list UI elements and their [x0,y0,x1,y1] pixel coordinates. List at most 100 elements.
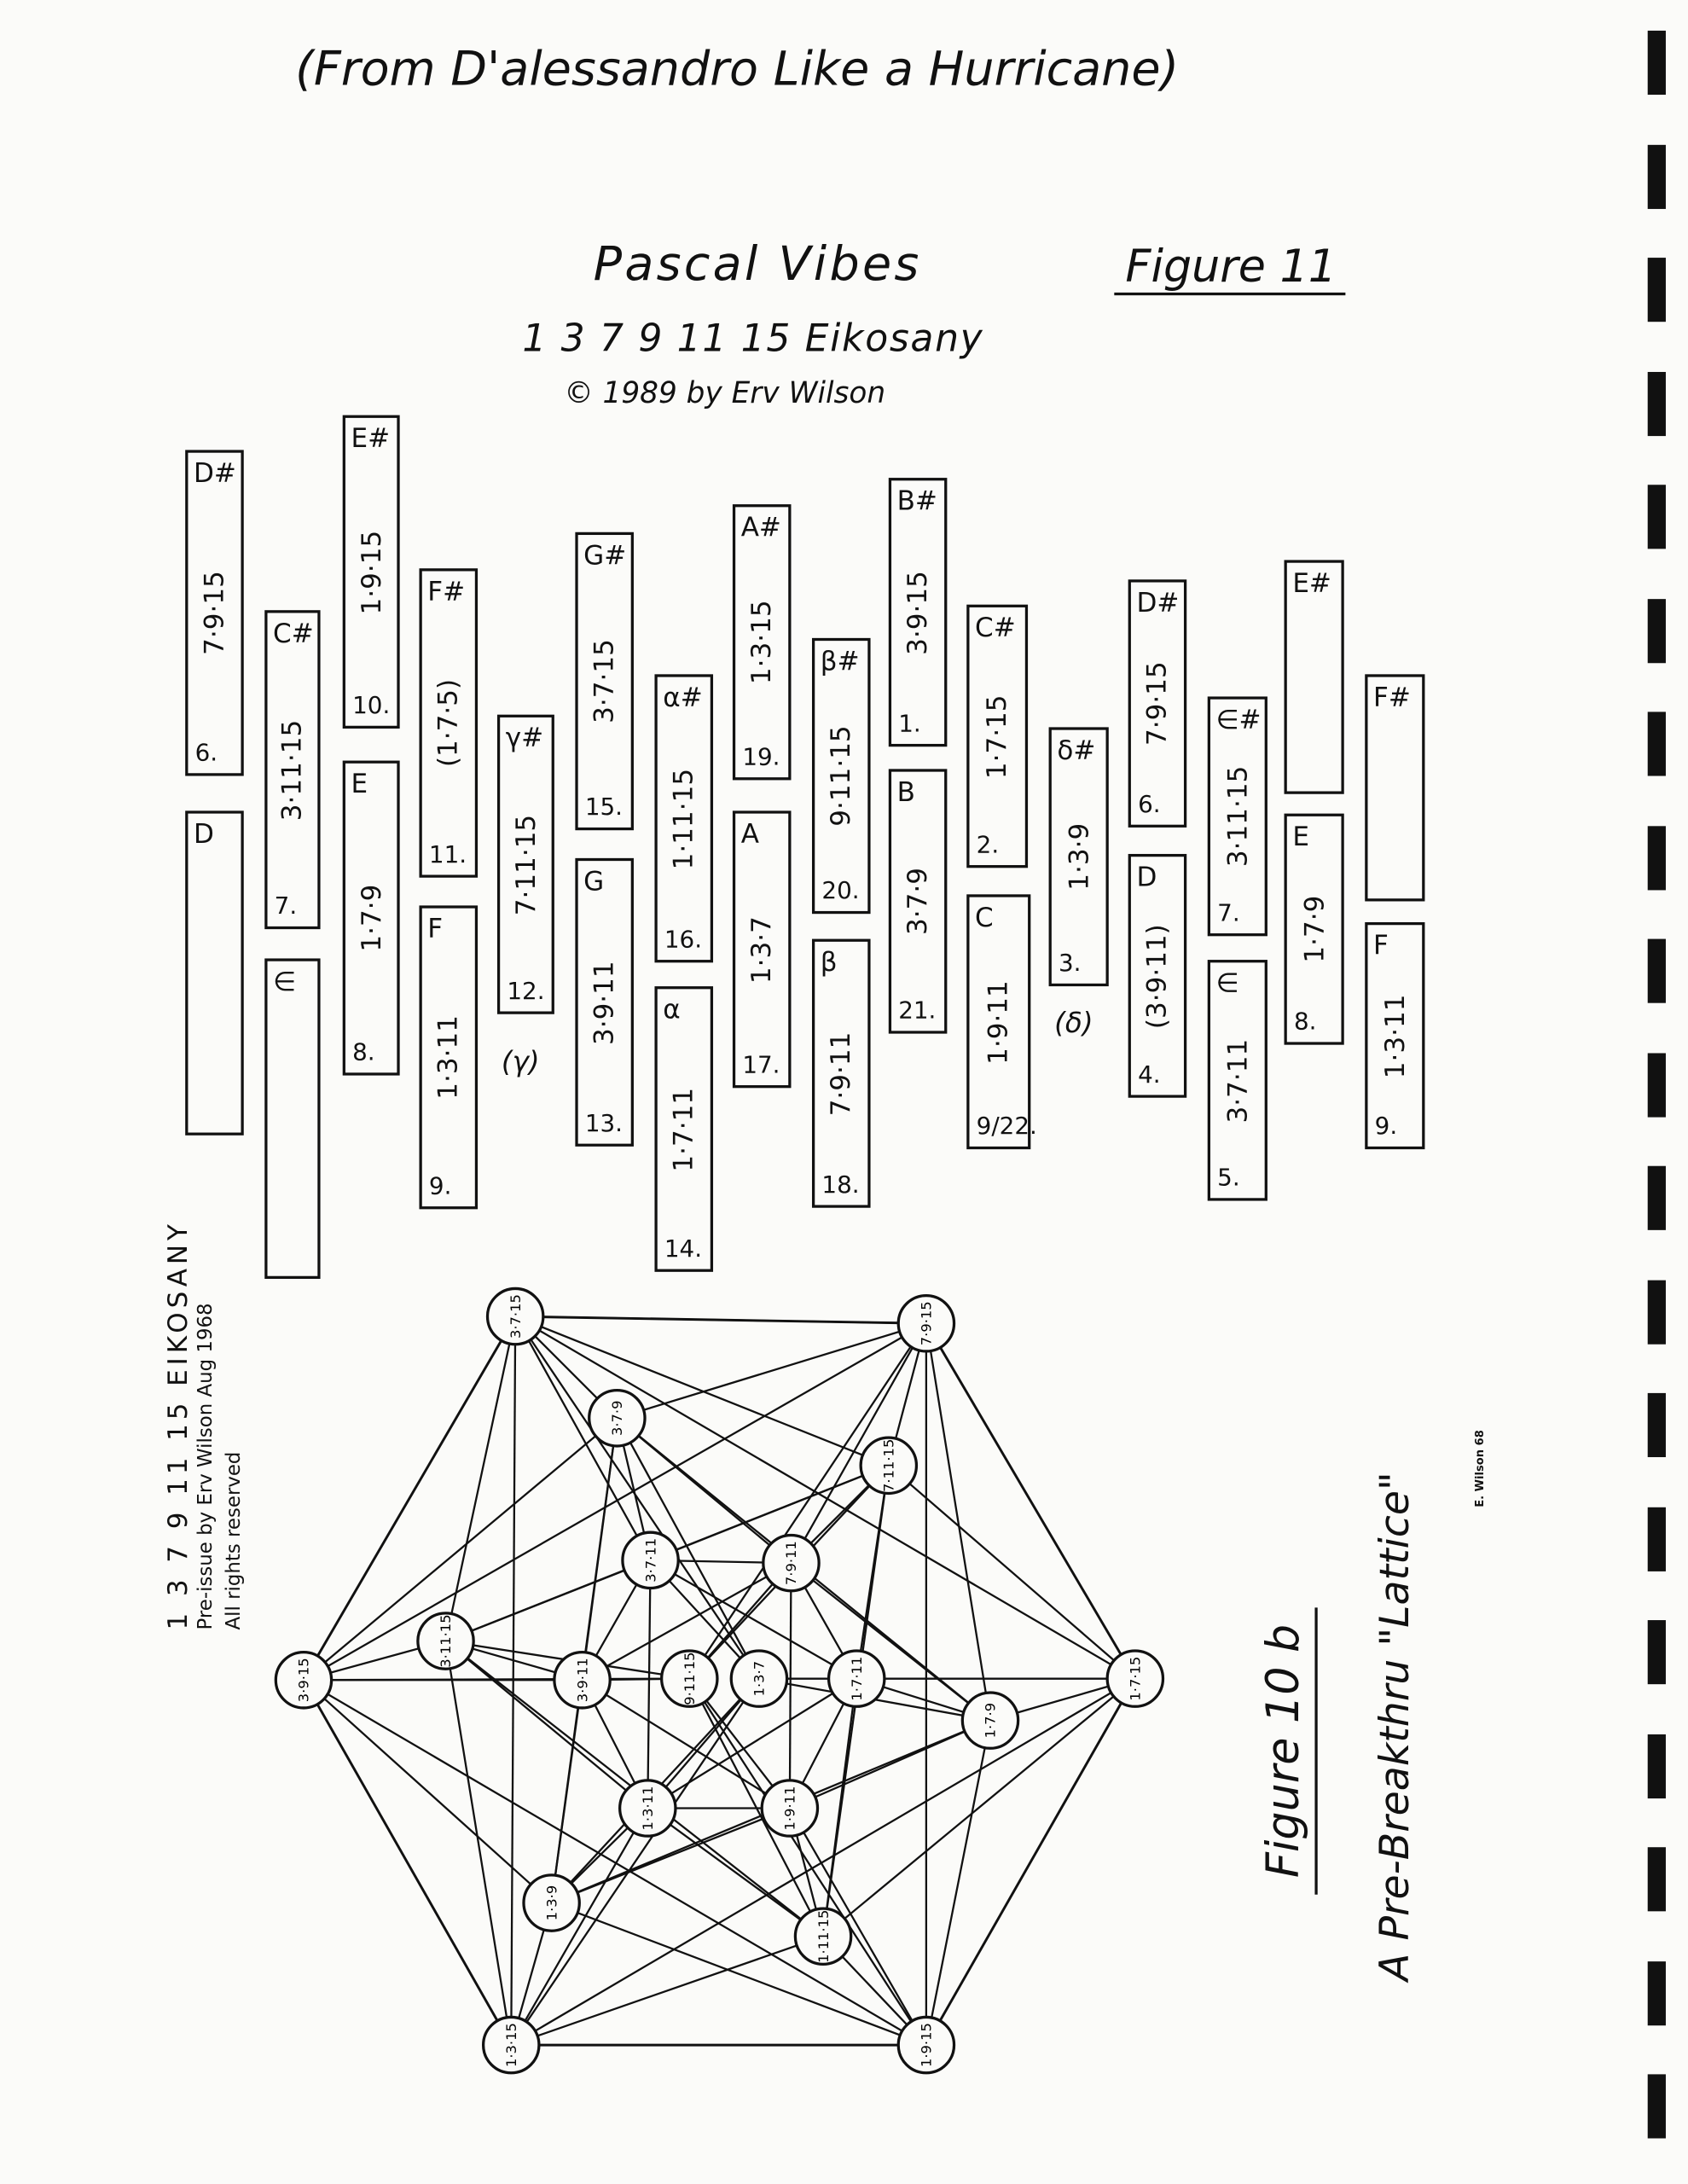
bar-number: 9. [428,1172,452,1201]
lattice-edge [647,1807,824,1937]
lattice-edge [616,1417,760,1680]
bar-number: 8. [1293,1008,1317,1037]
bar-note: D [193,819,214,851]
vibe-bar: D (3·9·11) 4. [1128,853,1187,1098]
lattice-edge [688,1322,927,1680]
bar-note: E# [1292,568,1331,600]
lattice-edge [551,1807,791,1904]
lattice-edge [510,1807,649,2046]
node-circle [960,1691,1020,1750]
vibe-bar: C# 1·7·15 2. [966,604,1029,868]
lattice-node: 1·3·15 [481,2015,541,2075]
node-label: 3·9·15 [296,1658,312,1702]
bar-note: ∈# [1215,705,1262,736]
node-circle [416,1612,475,1670]
binding-hole [1647,30,1666,96]
bar-note: D# [193,458,236,490]
lattice-node: 1·9·11 [760,1779,820,1838]
bar-number: 6. [1138,791,1161,820]
bar-number: 14. [664,1235,703,1264]
lattice-edge [510,1677,1136,2047]
lattice-node: 3·7·9 [588,1389,647,1448]
lattice-node: 1·11·15 [793,1907,853,1966]
lattice-edge [444,1641,513,2046]
bar-note: B# [896,485,937,517]
vibe-bar: D# 7·9·15 6. [185,450,244,776]
lattice-edge [444,1640,649,1809]
lattice-edge [788,1563,792,1809]
node-label: 3·7·15 [508,1294,524,1339]
node-circle [1105,1649,1165,1708]
lattice-edge [303,1322,927,1682]
node-label: 7·11·15 [881,1439,897,1492]
lattice-edge [303,1679,553,1904]
bar-number: 2. [976,831,1000,860]
vibe-bar: γ# 7·11·15 12. [496,714,554,1014]
node-label: 1·3·9 [543,1885,560,1921]
lattice-node: 3·7·15 [485,1287,545,1346]
lattice-edge [790,1562,991,1722]
node-label: 1·3·15 [503,2023,519,2067]
bar-note: D# [1136,588,1180,619]
bar-number: 13. [584,1110,623,1139]
lattice-edge [514,1316,1136,1680]
binding-hole [1647,371,1666,436]
node-circle [588,1389,647,1448]
node-circle [481,2015,541,2075]
lattice-edge [617,1322,927,1420]
binding-hole [1647,485,1666,549]
bar-number: 9/22. [976,1112,1037,1141]
node-label: 1·7·9 [983,1703,999,1739]
bar-note: α [663,994,681,1025]
bar-note: A [740,819,759,851]
binding-hole [1647,825,1666,890]
node-circle [659,1649,719,1708]
delta-label: (δ) [1054,1005,1093,1040]
figure-11-label: Figure 11 [1114,240,1345,296]
bar-note: α# [663,682,703,714]
lattice-outline-edge [515,1315,926,1325]
node-circle [274,1650,334,1710]
vibe-bar: G 3·9·11 13. [575,857,634,1147]
node-circle [793,1907,853,1966]
vibe-bar: B# 3·9·15 1. [888,478,948,747]
bar-note: C [975,903,994,934]
lattice-node: 7·9·15 [896,1293,956,1353]
node-label: 3·7·11 [642,1538,658,1583]
node-circle [618,1779,677,1838]
node-label: 3·9·11 [574,1658,590,1702]
figure-10b-caption: A Pre-Breakthru "Lattice" [1370,1472,1418,1981]
bar-number: 8. [352,1039,375,1067]
lattice-edge [514,1316,652,1561]
bar-number: 10. [352,692,391,721]
bar-note: D [1136,862,1157,893]
vibe-bar: ∈ [264,958,321,1280]
bar-note: ∈ [1215,967,1239,999]
binding-hole [1647,598,1666,663]
node-label: 3·7·9 [609,1401,625,1437]
binding-hole [1647,1960,1666,2025]
node-label: 7·9·11 [783,1541,799,1585]
subtitle: 1 3 7 9 11 15 Eikosany [522,317,984,361]
node-circle [760,1779,820,1838]
vibe-bar: ∈# 3·11·15 7. [1207,696,1267,937]
lattice-edge [821,1678,858,1937]
signature: E. Wilson 68 [1473,1430,1487,1507]
lattice-edge [647,1560,652,1809]
lattice-node: 1·9·15 [896,2015,956,2075]
bar-number: 7. [274,892,298,921]
bar-number: 7. [1217,899,1240,928]
bar-note: B [896,777,915,809]
binding-hole [1647,1165,1666,1230]
node-label: 1·3·11 [640,1786,656,1831]
bar-note: F# [427,577,466,607]
binding-hole [1647,1506,1666,1571]
binding-hole [1647,1392,1666,1458]
lattice-node: 3·7·11 [621,1531,680,1590]
bar-number: 12. [507,978,545,1006]
bar-note: δ# [1057,735,1096,767]
page-title: Pascal Vibes [593,236,922,293]
binding-hole [1647,258,1666,322]
lattice-node: 9·11·15 [659,1649,719,1708]
vibe-bar: F# [1365,674,1425,902]
